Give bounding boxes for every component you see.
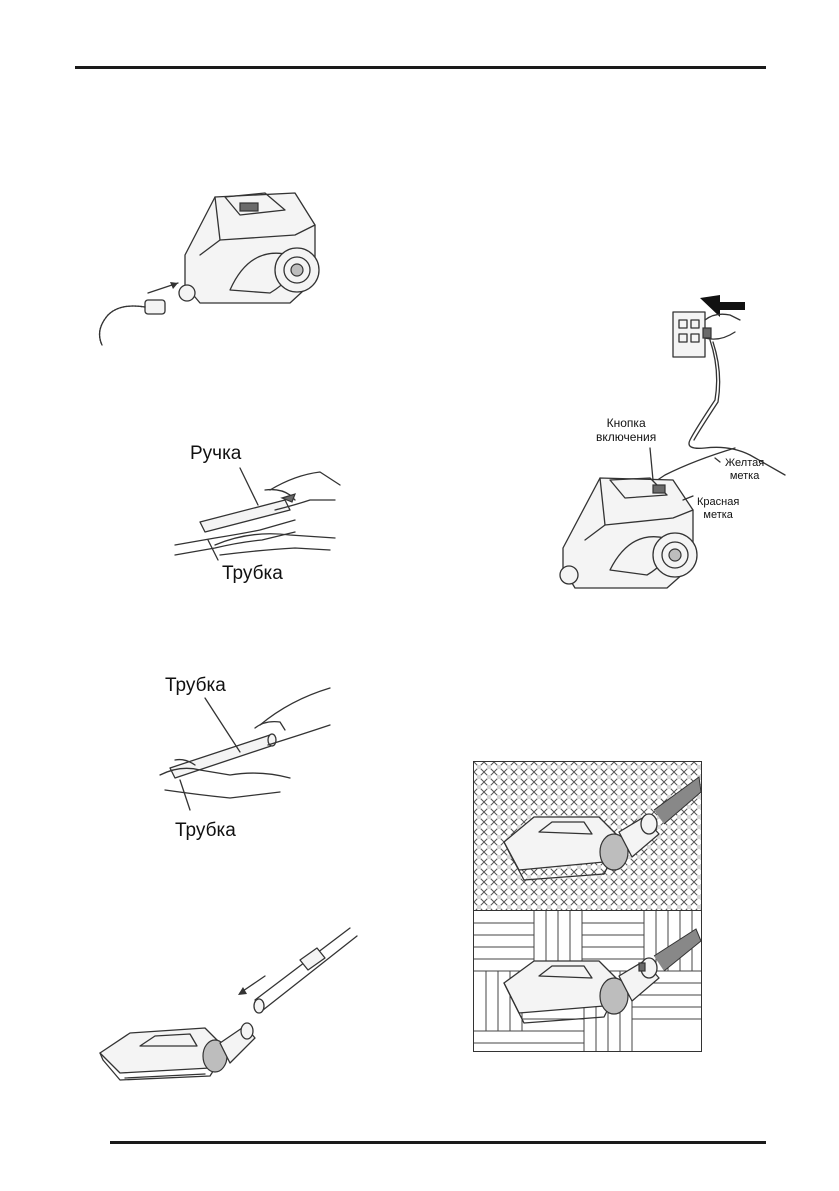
handle-label: Ручка xyxy=(190,443,241,465)
floor-brush-attach-illustration xyxy=(95,918,375,1093)
tube-bottom-label: Трубка xyxy=(175,820,236,842)
hose-connection-illustration xyxy=(90,185,330,355)
red-mark-label: Красная метка xyxy=(697,496,739,522)
tube-top-label: Трубка xyxy=(165,675,226,697)
tube-tube-illustration xyxy=(150,680,335,820)
yellow-mark-label: Желтая метка xyxy=(725,457,764,483)
tube-label: Трубка xyxy=(222,563,283,585)
power-button-label: Кнопка включения xyxy=(596,416,656,444)
header-rule xyxy=(75,66,766,69)
power-cord-illustration xyxy=(555,290,800,590)
handle-tube-illustration xyxy=(170,460,340,570)
carpet-brush-illustration xyxy=(473,761,702,911)
parquet-brush-illustration xyxy=(473,910,702,1052)
footer-rule xyxy=(110,1141,766,1144)
